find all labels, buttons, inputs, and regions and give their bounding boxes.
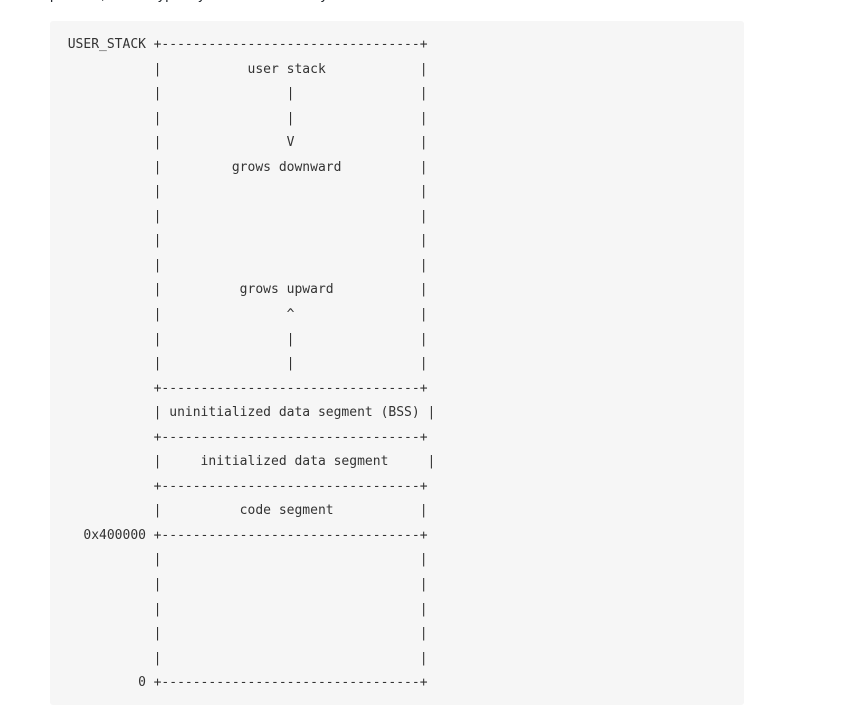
diagram-row: +---------------------------------+ [63, 475, 744, 500]
diagram-row: 0 +---------------------------------+ [63, 671, 744, 696]
diagram-border-line: +---------------------------------+ [153, 527, 428, 543]
diagram-content-line: | | [153, 208, 428, 224]
diagram-border-line: +---------------------------------+ [153, 675, 428, 691]
diagram-row: | | [63, 205, 744, 230]
intro-paragraph: process, as it is typically laid out in … [50, 0, 750, 4]
diagram-row: +---------------------------------+ [63, 377, 744, 402]
diagram-content-line: | | [153, 257, 428, 273]
diagram-row: | | [63, 229, 744, 254]
diagram-row: | ^ | [63, 303, 744, 328]
memory-layout-ascii-diagram: USER_STACK +-----------------------------… [50, 21, 744, 696]
diagram-border-line: +---------------------------------+ [153, 429, 428, 445]
diagram-row: | | [63, 573, 744, 598]
diagram-content-line: | grows downward | [153, 159, 428, 175]
diagram-content-line: | | [153, 626, 428, 642]
diagram-content-line: | user stack | [153, 61, 428, 77]
diagram-content-line: | | [153, 601, 428, 617]
diagram-content-line: | | | [153, 331, 428, 347]
diagram-row: USER_STACK +-----------------------------… [63, 33, 744, 58]
diagram-content-line: | uninitialized data segment (BSS) | [153, 405, 436, 421]
diagram-row: | | [63, 180, 744, 205]
diagram-row: | user stack | [63, 58, 744, 83]
diagram-row: | | | [63, 352, 744, 377]
diagram-content-line: | | [153, 552, 428, 568]
memory-layout-code-block: USER_STACK +-----------------------------… [50, 21, 744, 705]
diagram-content-line: | | | [153, 110, 428, 126]
diagram-row: | | [63, 622, 744, 647]
diagram-row: | V | [63, 131, 744, 156]
diagram-row: | code segment | [63, 499, 744, 524]
address-label: 0x400000 [83, 527, 146, 543]
diagram-content-line: | | | [153, 86, 428, 102]
diagram-content-line: | | [153, 233, 428, 249]
diagram-row: | | [63, 647, 744, 672]
diagram-row: | | [63, 254, 744, 279]
diagram-content-line: | | | [153, 356, 428, 372]
diagram-row: | | | [63, 107, 744, 132]
diagram-row: | grows upward | [63, 278, 744, 303]
diagram-row: | initialized data segment | [63, 450, 744, 475]
diagram-content-line: | | [153, 184, 428, 200]
diagram-content-line: | ^ | [153, 307, 428, 323]
diagram-content-line: | | [153, 650, 428, 666]
diagram-row: 0x400000 +-------------------------------… [63, 524, 744, 549]
diagram-row: | grows downward | [63, 156, 744, 181]
diagram-content-line: | grows upward | [153, 282, 428, 298]
diagram-row: +---------------------------------+ [63, 426, 744, 451]
diagram-row: | uninitialized data segment (BSS) | [63, 401, 744, 426]
address-label: 0 [138, 675, 146, 691]
diagram-content-line: | | [153, 577, 428, 593]
diagram-content-line: | initialized data segment | [153, 454, 436, 470]
diagram-row: | | | [63, 82, 744, 107]
diagram-row: | | [63, 598, 744, 623]
address-label: USER_STACK [67, 37, 146, 52]
diagram-content-line: | code segment | [153, 503, 428, 519]
diagram-content-line: | V | [153, 135, 428, 151]
diagram-border-line: +---------------------------------+ [153, 380, 428, 396]
diagram-border-line: +---------------------------------+ [153, 37, 428, 52]
diagram-border-line: +---------------------------------+ [153, 478, 428, 494]
diagram-row: | | [63, 548, 744, 573]
diagram-row: | | | [63, 328, 744, 353]
